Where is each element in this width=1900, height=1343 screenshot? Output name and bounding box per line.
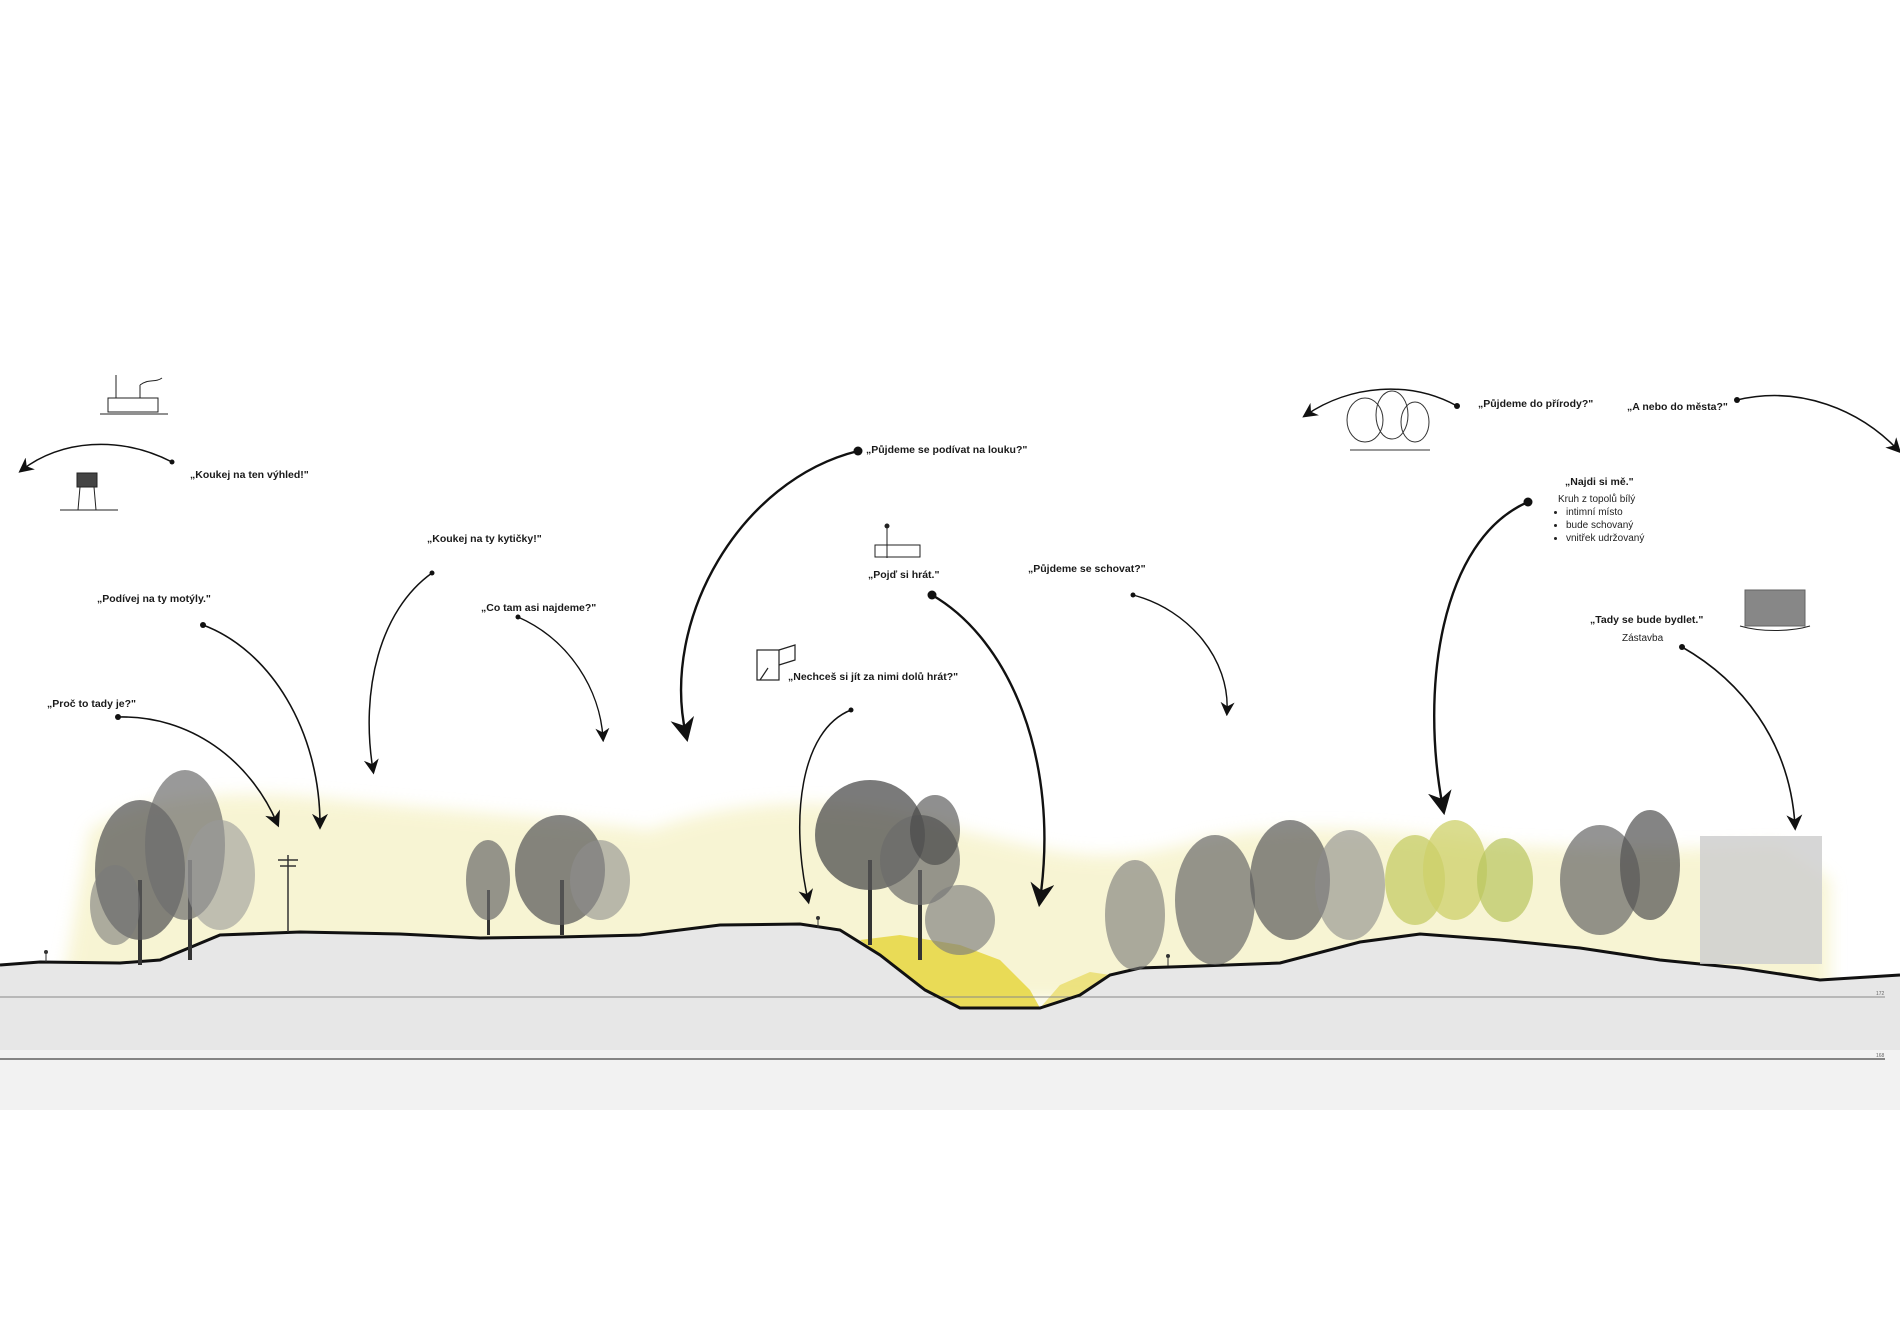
list-item: intimní místo <box>1566 506 1644 519</box>
playground-icon <box>874 523 921 558</box>
quote-louka: „Půjdeme se podívat na louku?" <box>866 444 1028 456</box>
quote-schovat: „Půjdeme se schovat?" <box>1028 563 1146 575</box>
arrow-start-dots <box>115 397 1740 720</box>
ground-fade <box>0 1050 1900 1110</box>
meadow-bottom <box>1040 972 1110 1008</box>
arrow-vyhled <box>18 443 173 473</box>
quote-najdi: „Najdi si mě." <box>1565 476 1634 488</box>
arrow-najdi <box>1428 500 1529 816</box>
arrow-bydlet <box>1681 646 1803 831</box>
quote-mesto: „A nebo do města?" <box>1627 401 1728 413</box>
note-kruh-list: intimní místo bude schovaný vnitřek udrž… <box>1552 506 1644 545</box>
quote-bydlet: „Tady se bude bydlet." <box>1590 614 1704 626</box>
arrow-priroda <box>1302 388 1458 418</box>
power-pole-icon <box>278 855 298 932</box>
note-kruh: Kruh z topolů bílý <box>1558 494 1636 505</box>
quote-vyhled: „Koukej na ten výhled!" <box>190 469 309 481</box>
person-figure <box>44 916 1170 966</box>
factory-icon <box>100 375 168 415</box>
tree-group-right <box>1105 810 1680 970</box>
slide-icon <box>756 644 796 681</box>
arrow-louka <box>670 449 859 743</box>
list-item: bude schovaný <box>1566 519 1644 532</box>
arrows <box>18 388 1900 908</box>
arrow-kyticky <box>363 572 433 775</box>
apartment-block-icon <box>1739 589 1811 631</box>
arrow-dolu <box>798 709 852 905</box>
tree-group-middle-left <box>466 815 630 935</box>
tree-group-center <box>815 780 995 960</box>
list-item: vnitřek udržovaný <box>1566 532 1644 545</box>
terrain-line <box>0 922 1900 1010</box>
quote-motyly: „Podívej na ty motýly." <box>97 593 211 605</box>
building-block <box>1700 836 1822 964</box>
quote-kyticky: „Koukej na ty kytičky!" <box>427 533 542 545</box>
elevation-label-upper: 172 <box>1876 991 1885 997</box>
arrow-najdeme <box>517 616 610 743</box>
quote-dolu: „Nechceš si jít za nimi dolů hrát?" <box>788 671 959 683</box>
elevation-label-lower: 168 <box>1876 1053 1885 1059</box>
note-zastavba: Zástavba <box>1622 633 1664 644</box>
quote-hrat: „Pojď si hrát." <box>868 569 940 581</box>
arrow-mesto <box>1736 394 1900 454</box>
arrow-hrat <box>931 593 1055 908</box>
arrow-schovat <box>1132 594 1235 717</box>
tree-group-icon <box>1346 390 1430 451</box>
quote-proc: „Proč to tady je?" <box>47 698 136 710</box>
arrow-motyly <box>202 624 328 830</box>
tree-group-left <box>90 770 255 965</box>
quote-priroda: „Půjdeme do přírody?" <box>1478 398 1594 410</box>
quote-najdeme: „Co tam asi najdeme?" <box>481 602 597 614</box>
water-tower-icon <box>60 472 118 511</box>
arrow-proc <box>117 716 280 828</box>
meadow <box>860 935 1040 1008</box>
